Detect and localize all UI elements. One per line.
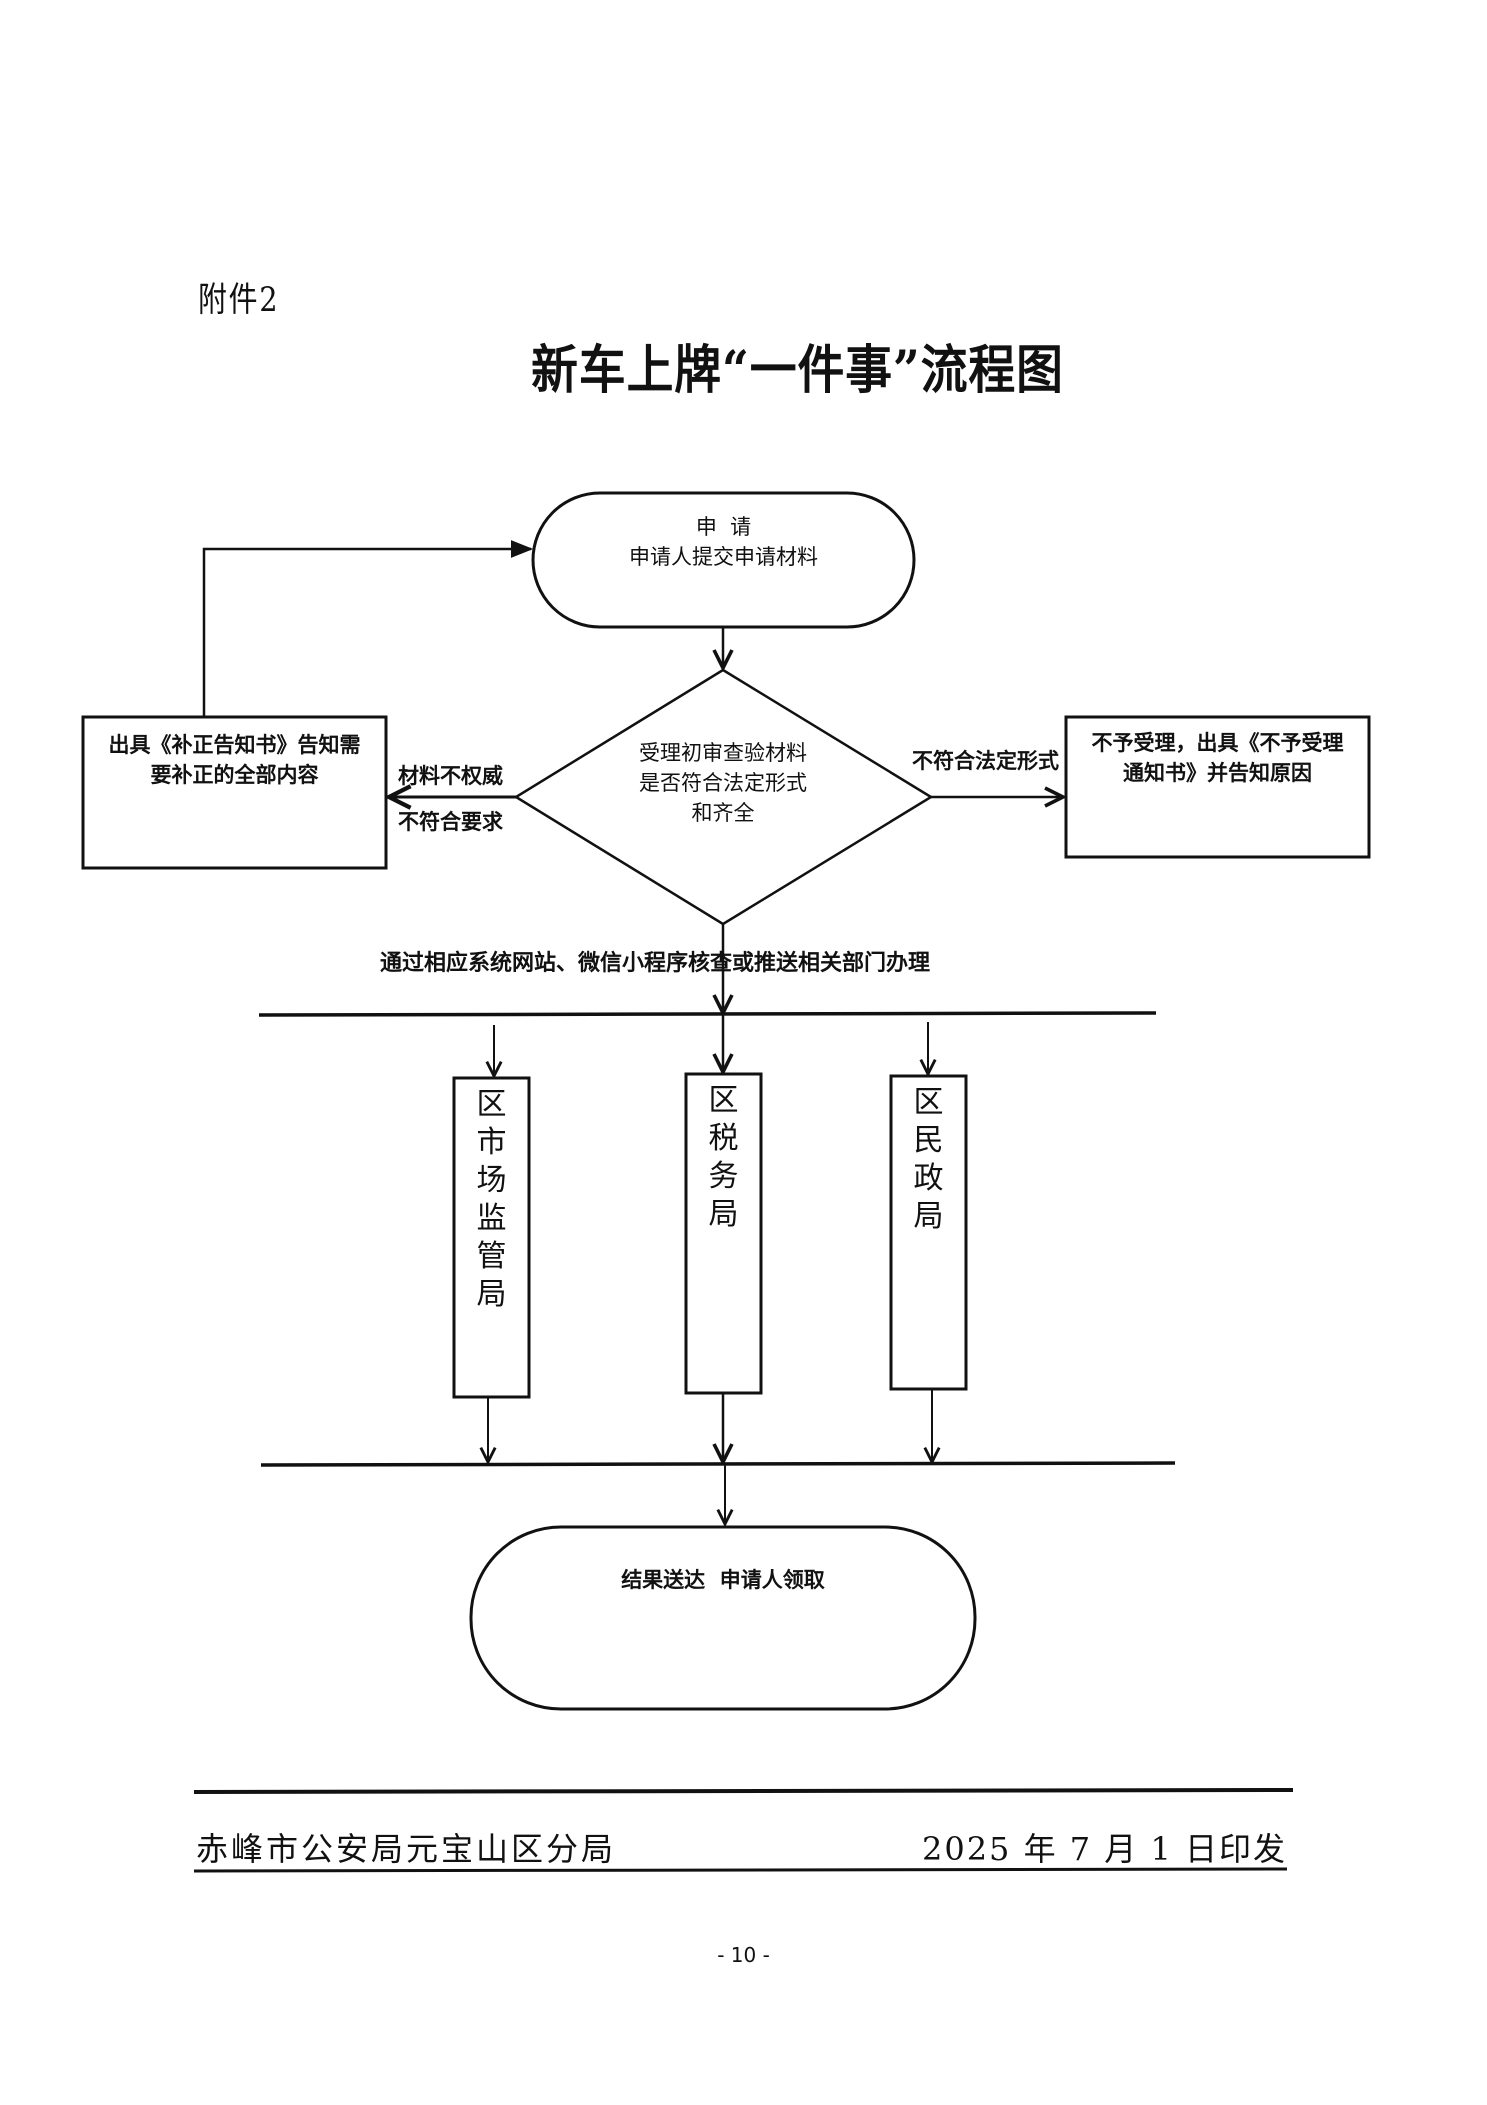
dept-char: 监 [476,1201,507,1236]
dept-char: 局 [476,1277,507,1312]
decision-line: 和齐全 [691,801,755,825]
correction-notice-text: 出具《补正告知书》告知需 要补正的全部内容 [83,730,386,790]
dept-char: 场 [476,1163,507,1198]
correction-notice-line: 要补正的全部内容 [150,763,319,787]
dept-box-market-supervision [452,1076,531,1399]
routing-label: 通过相应系统网站、微信小程序核查或推送相关部门办理 [380,951,931,976]
rejection-notice-text: 不予受理，出具《不予受理 通知书》并告知原因 [1066,728,1369,788]
rejection-notice-line: 通知书》并告知原因 [1123,761,1312,785]
end-terminal-text: 结果送达 申请人领取 [621,1568,825,1592]
dept-char: 政 [913,1161,944,1196]
footer-top-rule [193,1788,1294,1794]
left-branch-label-bottom: 不符合要求 [398,810,503,834]
dept-box-tax [684,1072,763,1395]
footer-date: 2025 年 7 月 1 日印发 [921,1830,1287,1868]
dept-char: 局 [708,1197,739,1232]
right-branch-label: 不符合法定形式 [912,749,1059,773]
left-branch-label-top: 材料不权威 [398,764,503,788]
attachment-label: 附件2 [198,280,280,320]
correction-notice-box [81,715,388,870]
rejection-notice-line: 不予受理，出具《不予受理 [1091,731,1344,755]
dept-label-tax: 区 税 务 局 [686,1082,761,1234]
dept-char: 税 [708,1121,739,1156]
dept-char: 局 [913,1199,944,1234]
dept-label-civil-affairs: 区 民 政 局 [891,1084,966,1236]
connector-correction-loop-back [202,540,534,717]
rejection-notice-box [1064,715,1371,859]
footer-issuer: 赤峰市公安局元宝山区分局 [196,1830,617,1868]
footer-bottom-rule [193,1867,1288,1873]
start-title: 申 请 [695,515,752,539]
start-terminal-text: 申 请 申请人提交申请材料 [533,512,914,572]
decision-text: 受理初审查验材料 是否符合法定形式 和齐全 [580,738,866,828]
dept-char: 区 [476,1087,507,1122]
page-number: - 10 - [717,1943,770,1967]
start-subtitle: 申请人提交申请材料 [629,545,818,569]
page-title: 新车上牌“一件事”流程图 [531,340,1064,401]
dept-char: 区 [708,1083,739,1118]
correction-notice-line: 出具《补正告知书》告知需 [108,733,361,757]
distribution-bar [258,1011,1157,1017]
collection-bar [260,1461,1176,1467]
dept-char: 区 [913,1085,944,1120]
dept-box-civil-affairs [889,1074,968,1391]
dept-label-market-supervision: 区 市 场 监 管 局 [454,1086,529,1314]
dept-char: 务 [708,1159,739,1194]
dept-char: 市 [476,1125,507,1160]
dept-char: 管 [476,1239,507,1274]
end-terminal [469,1525,977,1711]
decision-line: 是否符合法定形式 [639,771,807,795]
dept-char: 民 [913,1123,944,1158]
decision-line: 受理初审查验材料 [639,741,807,765]
